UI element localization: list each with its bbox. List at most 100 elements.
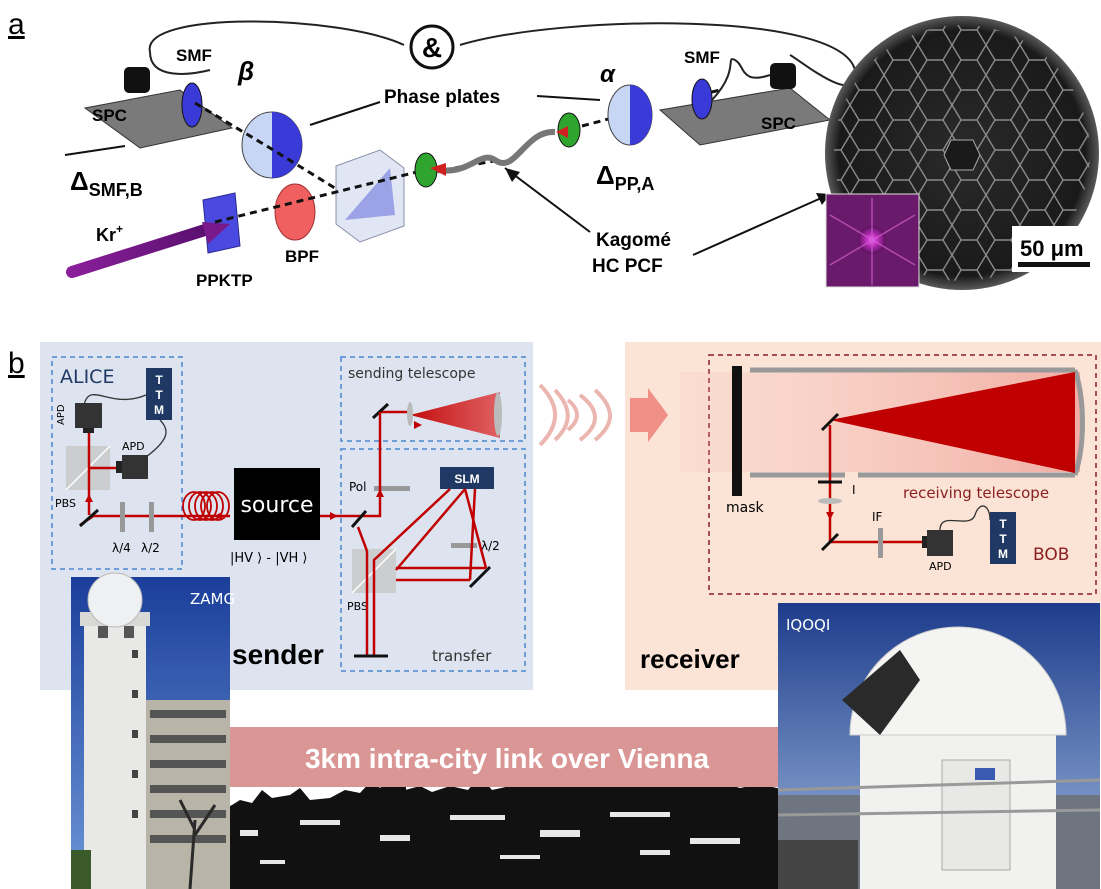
scale-bar <box>1018 262 1090 267</box>
spc-right-label: SPC <box>761 114 796 133</box>
phase-plate-alpha-half <box>630 85 652 145</box>
free-space-arrow <box>630 388 668 442</box>
iris-label: I <box>852 483 856 497</box>
kagome-arrowhead-fiber <box>505 168 520 182</box>
source-label: source <box>240 493 313 518</box>
ppktp-label: PPKTP <box>196 271 253 290</box>
ttm-left-m: M <box>154 403 164 417</box>
panel-a-label: a <box>8 8 25 41</box>
ttm-bob-m: M <box>998 547 1008 561</box>
fiber-coupler-right <box>557 112 581 148</box>
transfer-beams <box>350 412 488 655</box>
apd-top-aperture <box>83 428 94 433</box>
zamg-photo <box>71 572 230 889</box>
source-output-arrow-right <box>330 512 338 520</box>
alice-beam <box>79 433 230 527</box>
smf-left-label: SMF <box>176 46 212 65</box>
primary-mirror <box>1072 369 1085 476</box>
half-wave-right-label: λ/2 <box>481 539 500 553</box>
kagome-arrow-fiber <box>504 167 591 233</box>
sending-mirror <box>371 402 390 420</box>
kagome-label-line1: Kagomé <box>596 230 671 251</box>
quarter-wave-plate <box>120 502 125 532</box>
apd-side-label: APD <box>122 440 145 453</box>
fiber-tip-left <box>430 163 446 176</box>
mask-label: mask <box>726 500 765 516</box>
bell-state-label: |HV ⟩ - |VH ⟩ <box>230 551 307 566</box>
phase-plates-label: Phase plates <box>384 87 500 108</box>
pbs-right-label: PBS <box>347 600 368 613</box>
phase-plates-arrow-left <box>309 101 381 126</box>
smf-cable-right <box>711 58 771 101</box>
half-wave-left-label: λ/2 <box>141 541 160 555</box>
pbs-left-label: PBS <box>55 497 76 510</box>
skyline-highlights <box>240 812 740 864</box>
delta-smf-arrow <box>64 145 126 156</box>
alice-label: ALICE <box>60 366 114 388</box>
panel-b-label: b <box>8 347 25 380</box>
fiber-tip-right <box>556 126 568 138</box>
phase-plate-beta-half <box>272 112 302 178</box>
scale-bar-label: 50 μm <box>1020 236 1084 261</box>
source-box <box>234 468 320 540</box>
apd-side-detector <box>122 455 148 479</box>
spc-platform-right <box>658 87 832 146</box>
alice-box <box>51 356 183 570</box>
ttm-left-t1: T <box>155 373 163 387</box>
coincidence-cable <box>148 20 857 87</box>
ttm-bob <box>990 512 1016 564</box>
apd-side-aperture <box>116 461 122 473</box>
kr-label: Kr+ <box>96 222 123 245</box>
pump-beam <box>66 224 211 278</box>
zamg-label: ZAMG <box>190 590 235 608</box>
transfer-mirror-right <box>468 565 492 589</box>
bob-box <box>708 354 1097 595</box>
source-output-arrow-left <box>214 512 222 520</box>
sending-beam-cone <box>410 392 500 438</box>
sending-arrow <box>414 421 422 429</box>
and-symbol: & <box>422 32 442 63</box>
receiving-beam-cone <box>830 372 1075 473</box>
if-filter <box>878 528 883 558</box>
transfer-box <box>340 448 526 672</box>
link-banner-label: 3km intra-city link over Vienna <box>305 743 710 774</box>
phase-plates-arrow-right <box>536 95 601 101</box>
bob-mirror <box>820 532 840 552</box>
coincidence-circle <box>409 24 455 70</box>
alice-beam-arrow <box>85 494 93 502</box>
coupler-right <box>691 78 713 120</box>
delta-smf-symbol: ΔSMF,B <box>70 166 143 200</box>
smf-right-label: SMF <box>684 48 720 67</box>
sending-lens-small <box>407 402 413 426</box>
slm-label: SLM <box>454 472 479 486</box>
hc-pcf-fiber <box>437 129 556 174</box>
bob-ttm-cable <box>939 505 991 531</box>
bob-label: BOB <box>1033 545 1069 565</box>
half-wave-plate-right <box>451 543 477 548</box>
bpf-filter <box>274 183 316 241</box>
bob-lens <box>818 498 842 504</box>
bpf-label: BPF <box>285 247 319 266</box>
sender-label: sender <box>232 639 324 670</box>
ttm-bob-t2: T <box>999 532 1007 546</box>
receiver-label: receiver <box>640 644 740 674</box>
ttm-left-cables <box>83 394 167 461</box>
ttm-bob-t1: T <box>999 517 1007 531</box>
beta-label: β <box>237 56 254 86</box>
alpha-label: α <box>600 61 616 88</box>
sending-telescope-box <box>340 356 526 442</box>
pol-label: Pol <box>349 480 366 494</box>
free-space-waves <box>538 383 612 447</box>
iqoqi-photo <box>777 603 1101 889</box>
quarter-wave-label: λ/4 <box>112 541 131 555</box>
spc-detector-left <box>124 67 150 93</box>
kagome-arrow-sem <box>692 194 829 256</box>
pump-arrowhead <box>202 222 230 244</box>
transfer-beam-arrow <box>376 489 384 497</box>
iqoqi-label: IQOQI <box>786 616 830 634</box>
mask <box>732 366 742 496</box>
panel-a: a & SMF SPC ΔSMF,B β Phase plates BPF PP… <box>8 8 1099 290</box>
fiber-coil <box>182 491 230 521</box>
delta-pp-symbol: ΔPP,A <box>596 160 654 194</box>
